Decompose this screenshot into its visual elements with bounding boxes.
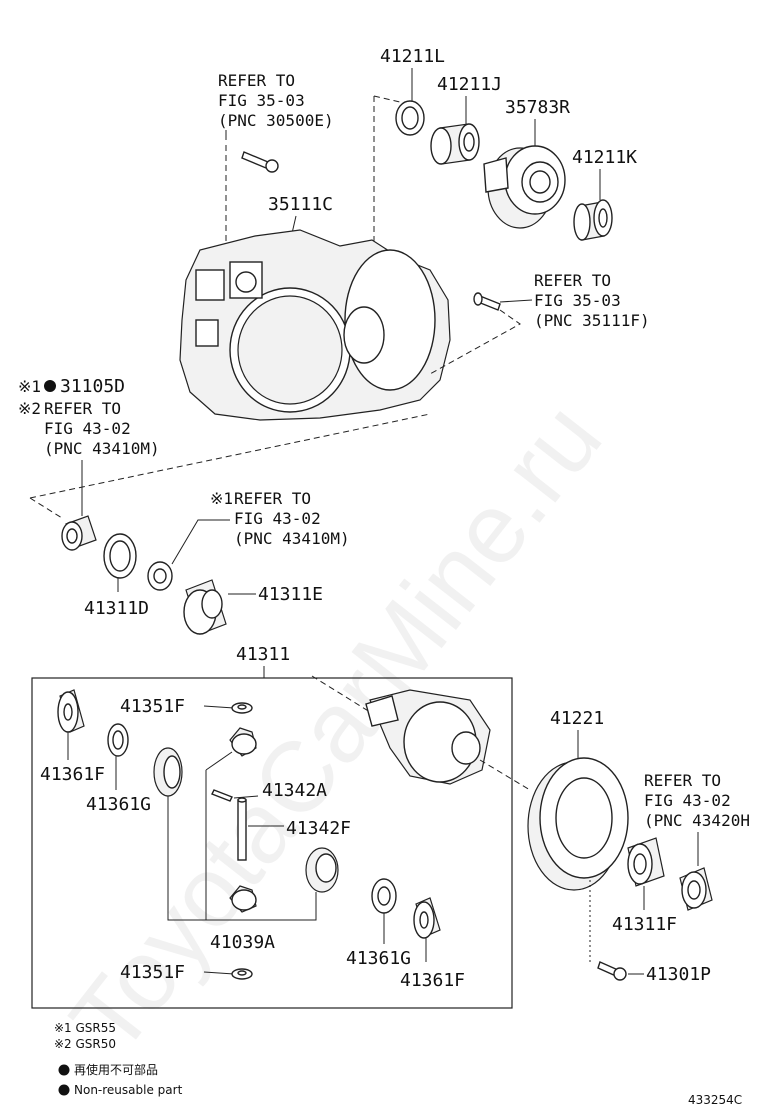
shaft-41342F-icon	[237, 797, 247, 861]
washer-41351F-top-icon	[231, 702, 253, 714]
label-41311F: 41311F	[612, 914, 677, 935]
side-gear-left-icon	[153, 747, 183, 797]
mark-1: ※1	[18, 377, 41, 396]
washer-41361F-bottom-icon	[413, 897, 441, 939]
ref-mid-line3: (PNC 43410M)	[234, 529, 350, 548]
ref-gear-line2: FIG 43-02	[644, 791, 731, 810]
legend-nonreusable-jp: 再使用不可部品	[74, 1062, 158, 1077]
label-41361G-left: 41361G	[86, 794, 151, 815]
shim-41311D-icon	[103, 533, 137, 579]
label-41361F-bottom: 41361F	[400, 970, 465, 991]
ref-top-line2: FIG 35-03	[218, 91, 305, 110]
label-35783R: 35783R	[505, 97, 570, 118]
pinion-gear-bottom-icon	[229, 885, 257, 913]
ref-gear: REFER TO FIG 43-02 (PNC 43420H	[644, 771, 750, 830]
mark-2: ※2	[18, 399, 41, 418]
ref-gear-line3: (PNC 43420H	[644, 811, 750, 830]
seal-31105D-icon	[61, 515, 97, 551]
diff-case-icon	[365, 689, 491, 785]
ref-left: REFER TO FIG 43-02 (PNC 43410M)	[44, 399, 160, 458]
label-41211K: 41211K	[572, 147, 637, 168]
pinion-gear-top-icon	[229, 727, 257, 757]
differential-assembly-box	[31, 677, 513, 1009]
side-gear-right-icon	[305, 847, 339, 893]
mark-1-mid: ※1	[210, 489, 233, 508]
label-41342F: 41342F	[286, 818, 351, 839]
legend-note2: ※2 GSR50	[54, 1037, 116, 1051]
label-41211L: 41211L	[380, 46, 445, 67]
bolt-41301P-icon	[597, 961, 627, 981]
legend-dot-jp-icon	[58, 1064, 70, 1076]
label-41361G-bottom: 41361G	[346, 948, 411, 969]
label-41351F-bottom: 41351F	[120, 962, 185, 983]
ref-right-line3: (PNC 35111F)	[534, 311, 650, 330]
pin-41342A-icon	[211, 789, 233, 802]
ref-gear-line1: REFER TO	[644, 771, 721, 790]
legend: ※1 GSR55 ※2 GSR50 再使用不可部品 Non-reusable p…	[54, 1021, 183, 1097]
label-41221: 41221	[550, 708, 604, 729]
bearing-41311F-icon	[627, 837, 665, 887]
bearing-race-icon	[147, 561, 173, 591]
race-43420H-icon	[679, 867, 713, 911]
label-41301P: 41301P	[646, 964, 711, 985]
label-41361F-left: 41361F	[40, 764, 105, 785]
ref-top-line3: (PNC 30500E)	[218, 111, 334, 130]
transaxle-housing-35111C-icon	[179, 229, 451, 421]
washer-41361F-left-icon	[57, 689, 85, 733]
ref-top-line1: REFER TO	[218, 71, 295, 90]
label-41211J: 41211J	[437, 74, 502, 95]
washer-41351F-bottom-icon	[231, 968, 253, 980]
gear-35783R-icon	[483, 145, 566, 229]
bolt-35111F-icon	[473, 292, 501, 311]
legend-dot-en-icon	[58, 1084, 70, 1096]
label-35111C: 35111C	[268, 194, 333, 215]
label-41342A: 41342A	[262, 780, 327, 801]
ref-mid-line1: REFER TO	[234, 489, 311, 508]
legend-note1: ※1 GSR55	[54, 1021, 116, 1035]
label-41039A: 41039A	[210, 932, 275, 953]
ref-right-line2: FIG 35-03	[534, 291, 621, 310]
bolt-30500e-icon	[241, 151, 279, 173]
seal-41211L-icon	[395, 100, 425, 136]
label-41311E: 41311E	[258, 584, 323, 605]
ring-gear-41221-icon	[527, 757, 629, 891]
bearing-41211K-icon	[573, 199, 613, 241]
ref-right-line1: REFER TO	[534, 271, 611, 290]
label-41351F-top: 41351F	[120, 696, 185, 717]
nonreusable-dot-icon	[44, 380, 56, 392]
legend-nonreusable-en: Non-reusable part	[74, 1083, 183, 1097]
washer-41361G-bottom-icon	[371, 878, 397, 914]
ref-left-line1: REFER TO	[44, 399, 121, 418]
ref-left-line3: (PNC 43410M)	[44, 439, 160, 458]
label-41311: 41311	[236, 644, 290, 665]
ref-right-bolt: REFER TO FIG 35-03 (PNC 35111F)	[534, 271, 650, 330]
bearing-41311E-icon	[183, 579, 227, 635]
washer-41361G-left-icon	[107, 723, 129, 757]
bearing-41211J-icon	[430, 123, 480, 165]
ref-top: REFER TO FIG 35-03 (PNC 30500E)	[218, 71, 334, 130]
ref-mid-line2: FIG 43-02	[234, 509, 321, 528]
label-41311D: 41311D	[84, 598, 149, 619]
label-31105D: 31105D	[60, 376, 125, 397]
ref-left-line2: FIG 43-02	[44, 419, 131, 438]
figure-id: 433254C	[688, 1093, 742, 1107]
ref-mid: REFER TO FIG 43-02 (PNC 43410M)	[234, 489, 350, 548]
